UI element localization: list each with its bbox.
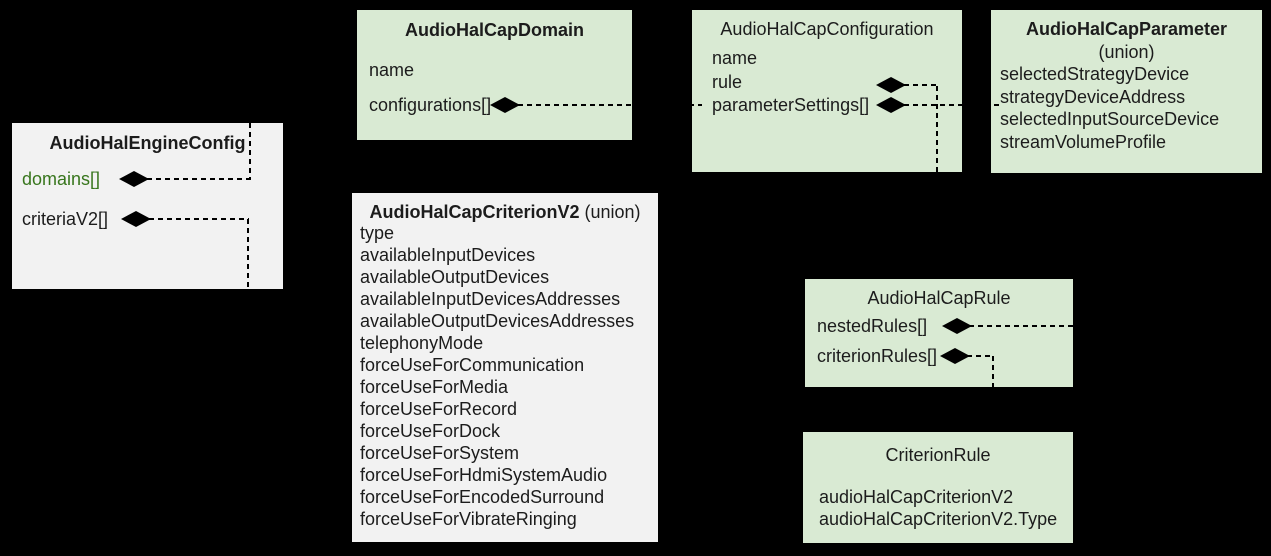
aggregation-diamond-icon bbox=[876, 97, 906, 113]
connector-criteriav2-v bbox=[247, 219, 249, 290]
connector-configurations-h bbox=[518, 104, 702, 106]
aggregation-diamond-icon bbox=[876, 77, 906, 93]
aggregation-diamond-icon bbox=[942, 318, 972, 334]
class-title-name: AudioHalCapCriterionV2 bbox=[369, 202, 580, 222]
field-selectedstrategydevice: selectedStrategyDevice bbox=[1000, 64, 1190, 84]
field-rule: rule bbox=[712, 72, 743, 92]
field-availableinputdevices: availableInputDevices bbox=[360, 245, 536, 265]
field-forceuseforhdmisystemaudio: forceUseForHdmiSystemAudio bbox=[360, 465, 608, 485]
field-forceuseformedia: forceUseForMedia bbox=[360, 377, 509, 397]
aggregation-diamond-icon bbox=[490, 97, 520, 113]
connector-criterionrules-v bbox=[992, 356, 994, 390]
field-type: type bbox=[360, 223, 395, 243]
class-title: AudioHalCapCriterionV2 (union) bbox=[352, 202, 658, 223]
field-name: name bbox=[369, 60, 415, 80]
class-title: AudioHalCapParameter bbox=[1025, 19, 1228, 39]
class-title: AudioHalEngineConfig bbox=[49, 133, 246, 153]
field-forceuseforvibrateringing: forceUseForVibrateRinging bbox=[360, 509, 577, 529]
class-box-criterionrule: CriterionRule audioHalCapCriterionV2 aud… bbox=[803, 432, 1073, 543]
class-box-audiohalcaprule: AudioHalCapRule nestedRules[] criterionR… bbox=[805, 279, 1073, 387]
field-forceuseforcommunication: forceUseForCommunication bbox=[360, 355, 585, 375]
connector-rule-h bbox=[904, 84, 938, 86]
connector-criteriav2-h bbox=[149, 218, 249, 220]
connector-domains-v bbox=[249, 123, 251, 180]
field-name: name bbox=[712, 48, 758, 68]
field-criteriav2: criteriaV2[] bbox=[22, 209, 109, 229]
field-audiohalcapcriterionv2-type: audioHalCapCriterionV2.Type bbox=[819, 509, 1058, 529]
field-configurations: configurations[] bbox=[369, 95, 492, 115]
class-subtitle-union: (union) bbox=[1098, 42, 1155, 62]
field-telephonymode: telephonyMode bbox=[360, 333, 484, 353]
field-forceusefordock: forceUseForDock bbox=[360, 421, 501, 441]
field-audiohalcapcriterionv2: audioHalCapCriterionV2 bbox=[819, 487, 1014, 507]
class-title: AudioHalCapConfiguration bbox=[720, 19, 934, 39]
class-title: CriterionRule bbox=[885, 445, 991, 465]
class-box-audiohalcapdomain: AudioHalCapDomain name configurations[] bbox=[357, 10, 632, 140]
field-strategydeviceaddress: strategyDeviceAddress bbox=[1000, 87, 1186, 107]
class-title: AudioHalCapRule bbox=[867, 288, 1011, 308]
field-parametersettings: parameterSettings[] bbox=[712, 95, 870, 115]
field-nestedrules: nestedRules[] bbox=[817, 316, 928, 336]
aggregation-diamond-icon bbox=[121, 211, 151, 227]
field-availableinputdevicesaddresses: availableInputDevicesAddresses bbox=[360, 289, 621, 309]
class-box-audiohalcapcriterionv2: AudioHalCapCriterionV2 (union) type avai… bbox=[352, 193, 658, 542]
field-forceuseforencodedsurround: forceUseForEncodedSurround bbox=[360, 487, 605, 507]
connector-nestedrules-h bbox=[969, 325, 1078, 327]
field-domains: domains[] bbox=[22, 169, 101, 189]
connector-criterionrules-h bbox=[967, 355, 994, 357]
class-box-audiohalengineconfig: AudioHalEngineConfig domains[] criteriaV… bbox=[12, 123, 283, 289]
connector-rule-v bbox=[936, 86, 938, 172]
field-streamvolumeprofile: streamVolumeProfile bbox=[1000, 132, 1167, 152]
class-title-union-suffix: (union) bbox=[579, 202, 641, 222]
field-availableoutputdevices: availableOutputDevices bbox=[360, 267, 550, 287]
aggregation-diamond-icon bbox=[940, 348, 970, 364]
field-availableoutputdevicesaddresses: availableOutputDevicesAddresses bbox=[360, 311, 635, 331]
class-box-audiohalcapparameter: AudioHalCapParameter (union) selectedStr… bbox=[991, 10, 1262, 173]
aggregation-diamond-icon bbox=[119, 171, 149, 187]
field-forceuseforrecord: forceUseForRecord bbox=[360, 399, 518, 419]
connector-parametersettings-h bbox=[904, 104, 1002, 106]
connector-domains-h bbox=[147, 178, 252, 180]
field-selectedinputsourcedevice: selectedInputSourceDevice bbox=[1000, 109, 1220, 129]
class-box-audiohalcapconfiguration: AudioHalCapConfiguration name rule param… bbox=[692, 10, 962, 172]
class-title: AudioHalCapDomain bbox=[404, 20, 584, 40]
field-criterionrules: criterionRules[] bbox=[817, 346, 938, 366]
field-forceuseforsystem: forceUseForSystem bbox=[360, 443, 520, 463]
